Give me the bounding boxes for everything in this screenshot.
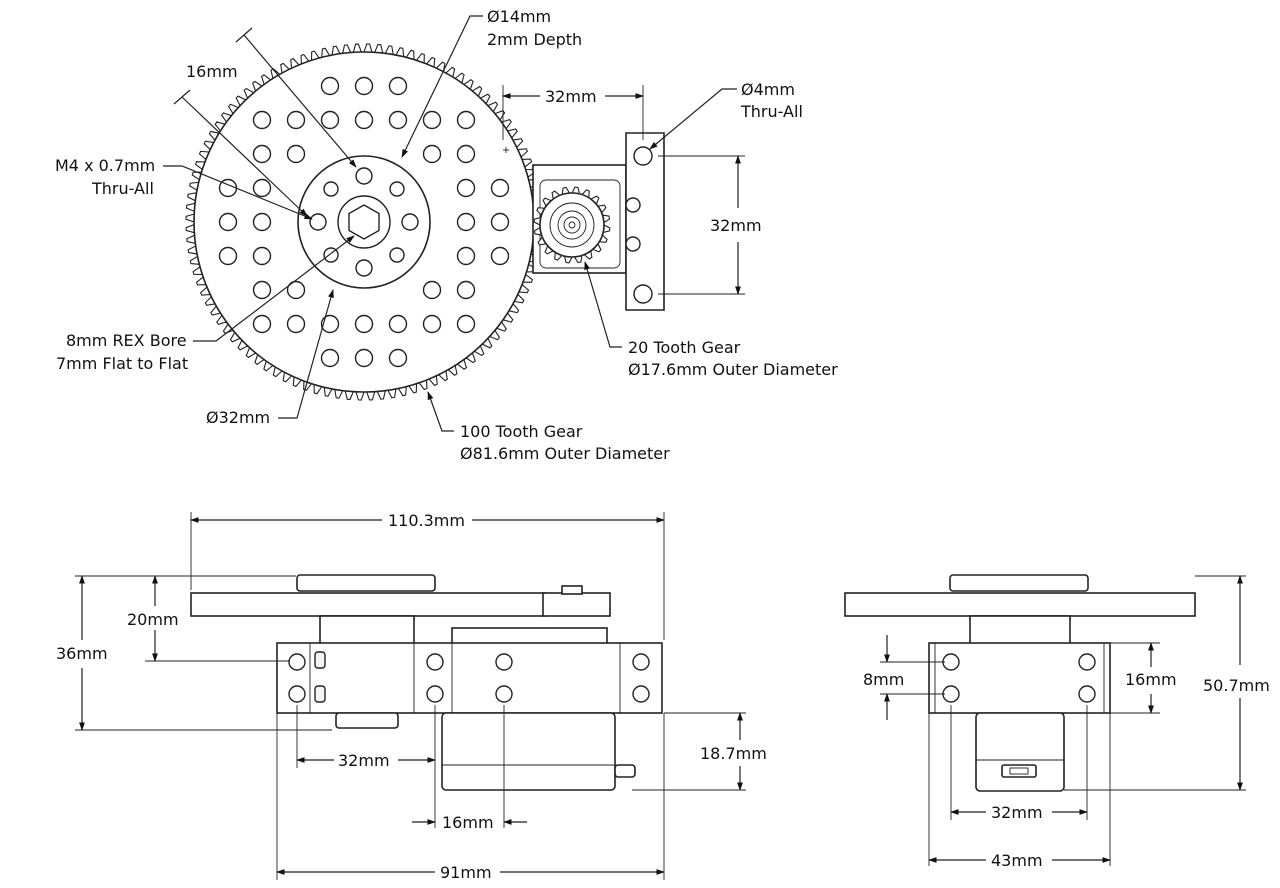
overall-width-label: 110.3mm <box>388 511 465 530</box>
side-view: 110.3mm 20mm 36mm 32mm 18.7mm 16mm 91mm <box>56 511 767 882</box>
small-gear-name-label: 20 Tooth Gear <box>628 338 741 357</box>
hole-spacing-label: 32mm <box>338 751 390 770</box>
base-width-label: 91mm <box>440 863 492 882</box>
big-gear-od-label: Ø81.6mm Outer Diameter <box>460 444 670 463</box>
side-holes <box>288 651 650 703</box>
bore-type-label: 8mm REX Bore <box>66 331 187 350</box>
end-hole-pitch-label: 16mm <box>1125 670 1177 689</box>
bracket-hole-depth-label: Thru-All <box>740 102 803 121</box>
total-height-label: 36mm <box>56 644 108 663</box>
big-gear-name-label: 100 Tooth Gear <box>460 422 583 441</box>
end-view: 8mm 16mm 50.7mm 32mm 43mm <box>844 574 1270 870</box>
end-base-width-label: 43mm <box>991 851 1043 870</box>
hex-bore <box>348 204 380 240</box>
end-total-height-label: 50.7mm <box>1203 676 1270 695</box>
hub-dia-label: Ø32mm <box>206 408 270 427</box>
end-holes <box>942 653 1096 703</box>
hub-spacing-label: 16mm <box>186 62 238 81</box>
pinion-depth-label: 2mm Depth <box>487 30 582 49</box>
tap-depth-label: Thru-All <box>91 179 154 198</box>
tap-size-label: M4 x 0.7mm <box>55 156 155 175</box>
bracket-dim-v-label: 32mm <box>710 216 762 235</box>
end-hole-spacing-label: 32mm <box>991 803 1043 822</box>
hub-holes <box>309 167 419 277</box>
small-gear-od-label: Ø17.6mm Outer Diameter <box>628 360 838 379</box>
bracket-hole-dia-label: Ø4mm <box>741 80 795 99</box>
small-gear-body <box>539 192 605 258</box>
small-spacing-label: 16mm <box>442 813 494 832</box>
bracket-dim-h-label: 32mm <box>545 87 597 106</box>
bore-flat-label: 7mm Flat to Flat <box>56 354 188 373</box>
servo-depth-label: 18.7mm <box>700 744 767 763</box>
top-view: Ø14mm 2mm Depth 16mm M4 x 0.7mm Thru-All… <box>55 7 838 463</box>
end-hole-gap-label: 8mm <box>863 670 904 689</box>
pinion-dia-label: Ø14mm <box>487 7 551 26</box>
gear-height-label: 20mm <box>127 610 179 629</box>
gear-hole-pattern <box>218 76 510 368</box>
